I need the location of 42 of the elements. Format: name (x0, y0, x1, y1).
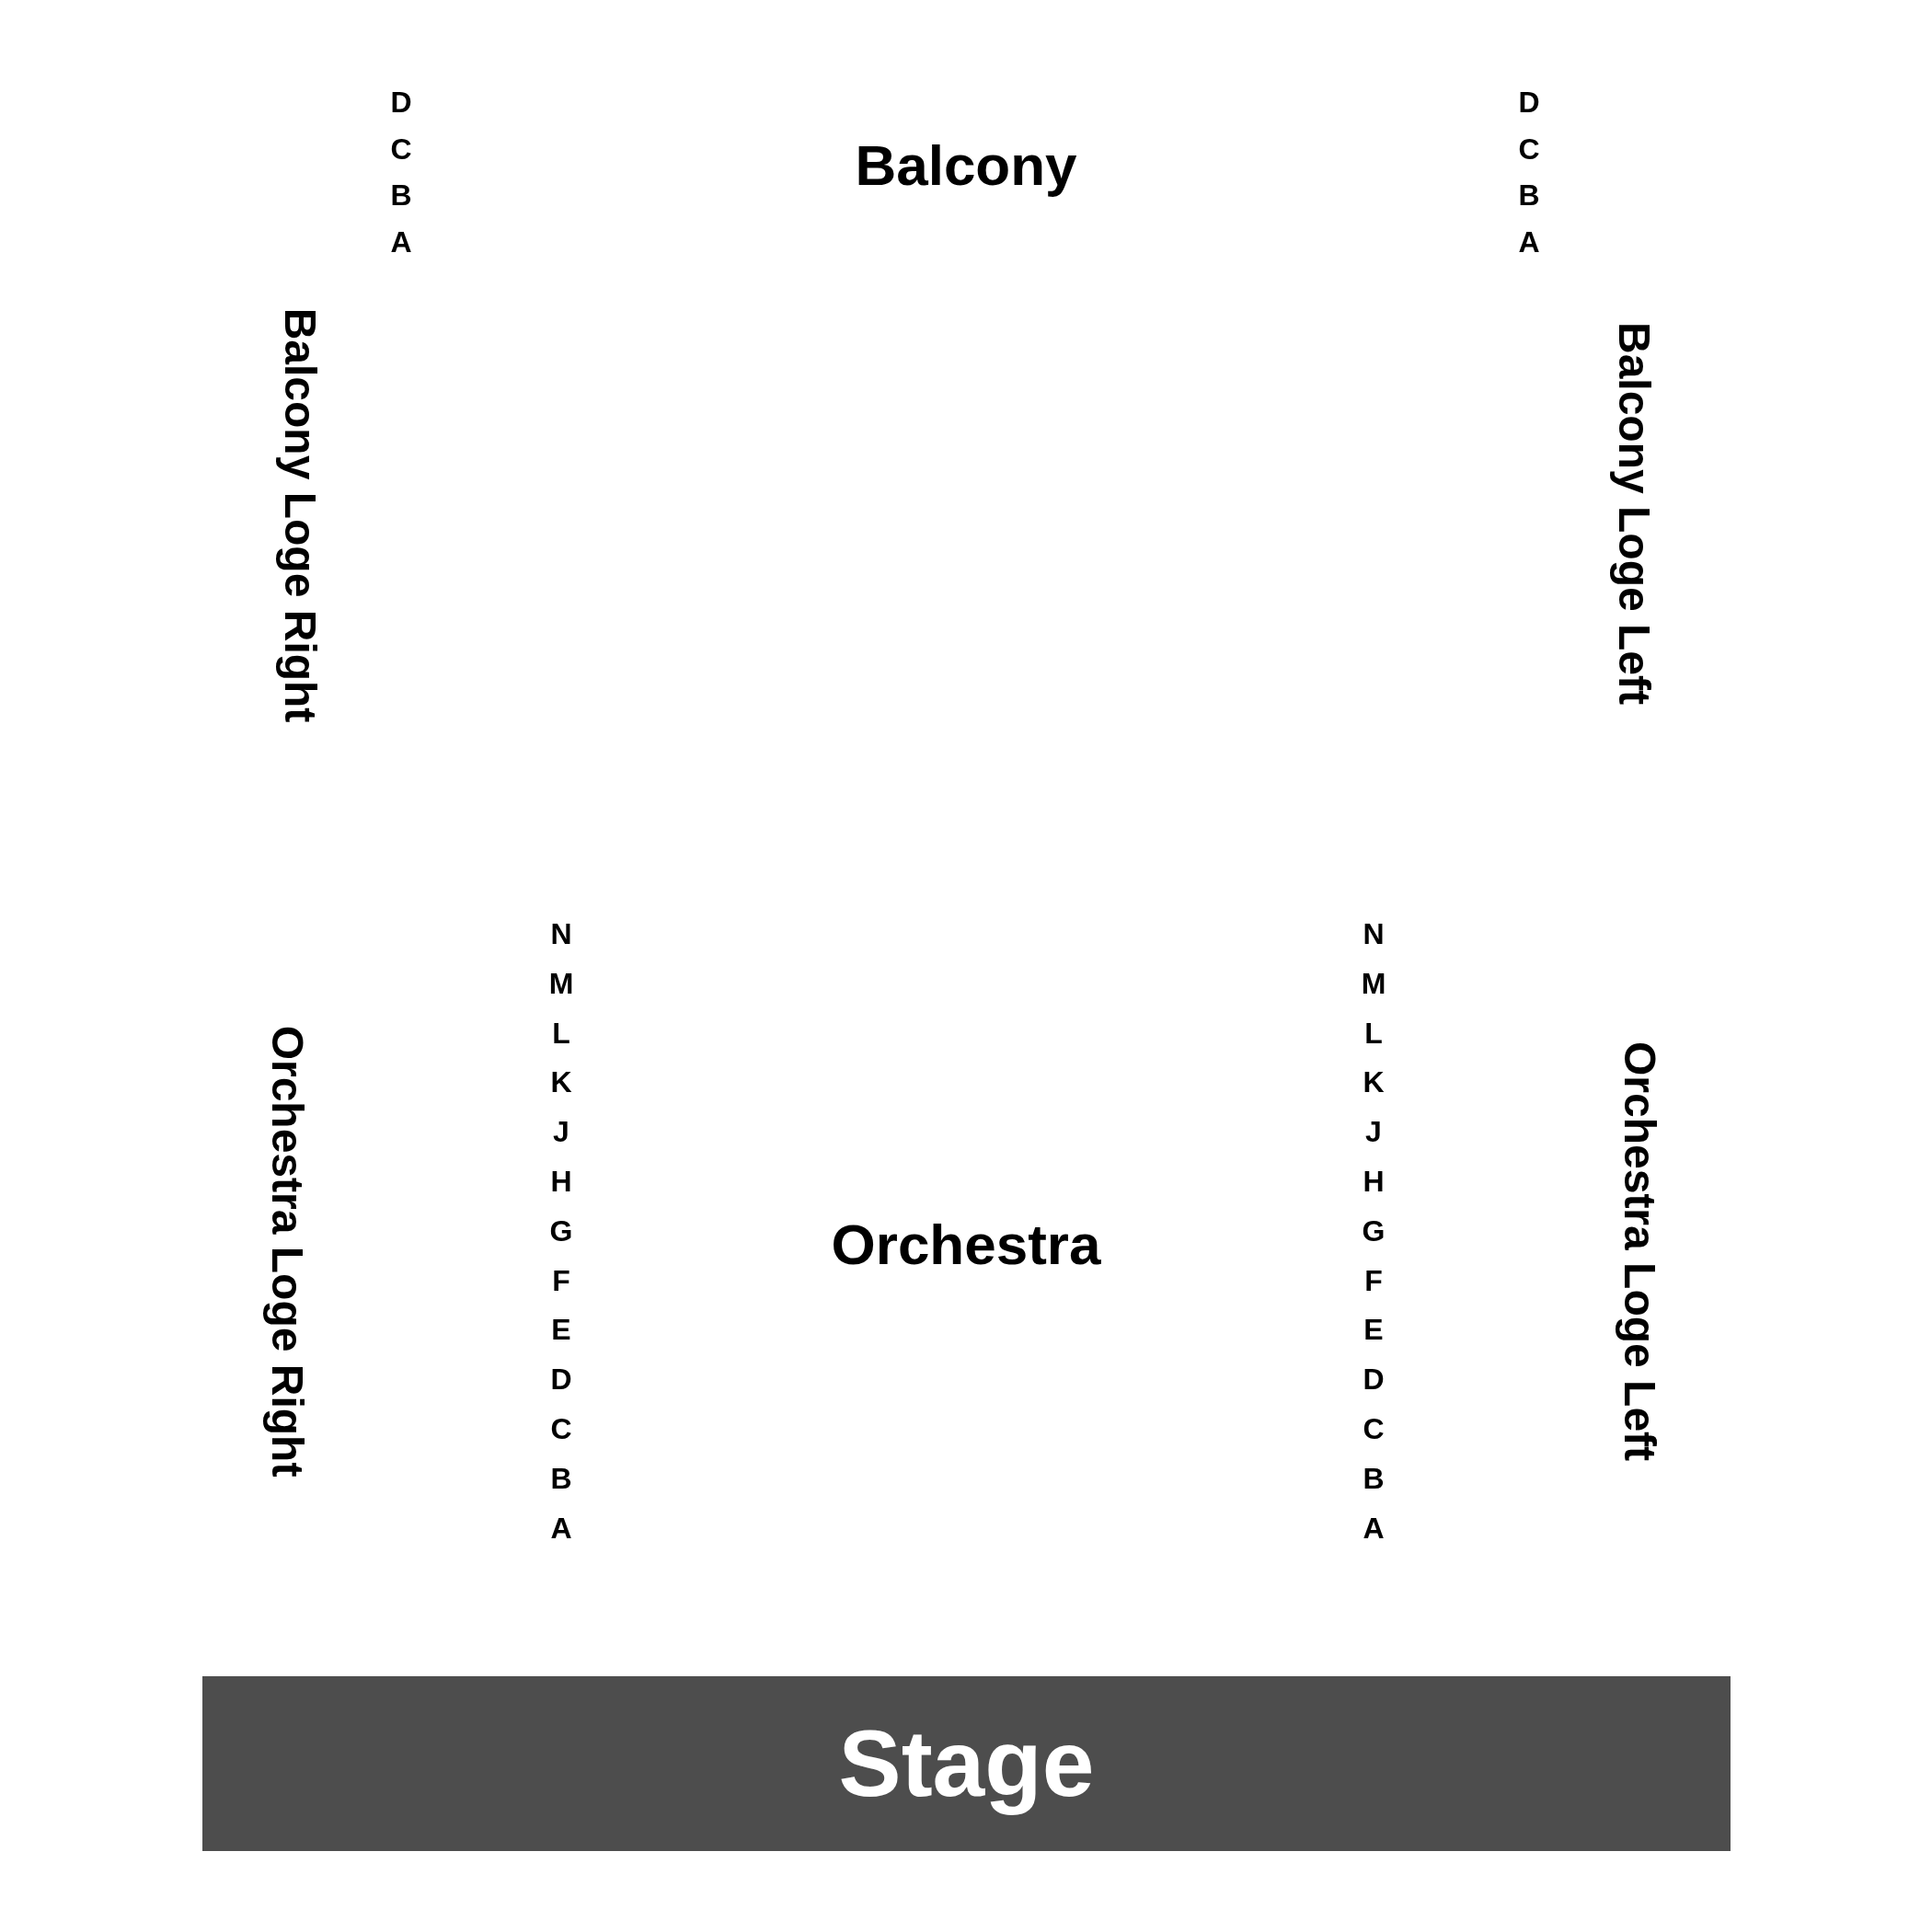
row-letter: E (1363, 1313, 1384, 1349)
row-letter: A (390, 224, 412, 260)
row-letter: G (549, 1213, 573, 1249)
row-letter: D (1363, 1363, 1385, 1398)
row-letter: L (552, 1016, 570, 1052)
row-letter: M (1361, 966, 1386, 1002)
row-letter: A (1363, 1511, 1385, 1547)
row-letter: H (550, 1165, 572, 1200)
row-letter: D (550, 1363, 572, 1398)
section-label: Balcony Loge Left (1609, 322, 1661, 705)
row-letter: C (550, 1412, 572, 1447)
section-label: Orchestra Loge Left (1615, 1041, 1666, 1462)
section-label: Balcony (855, 132, 1077, 200)
stage-block (202, 1676, 1731, 1851)
row-letter: K (1363, 1065, 1385, 1101)
row-letter: D (390, 86, 412, 121)
row-letter: J (553, 1115, 569, 1151)
row-letter: N (550, 917, 572, 952)
row-letter: B (1518, 178, 1540, 213)
section-label: Orchestra Loge Right (262, 1025, 314, 1478)
section-label: Orchestra (831, 1212, 1101, 1279)
row-letter: A (1518, 224, 1540, 260)
row-letter: N (1363, 917, 1385, 952)
stage-label: Stage (838, 1709, 1095, 1818)
row-letter: C (390, 132, 412, 167)
row-letter: F (1364, 1263, 1383, 1299)
section-label: Balcony Loge Right (275, 307, 327, 723)
row-letter: D (1518, 86, 1540, 121)
row-letter: C (1363, 1412, 1385, 1447)
row-letter: J (1365, 1115, 1382, 1151)
row-letter: H (1363, 1165, 1385, 1200)
row-letter: L (1364, 1016, 1383, 1052)
row-letter: B (390, 178, 412, 213)
row-letter: A (550, 1511, 572, 1547)
row-letter: C (1518, 132, 1540, 167)
row-letter: F (552, 1263, 570, 1299)
row-letter: B (550, 1461, 572, 1497)
row-letter: E (551, 1313, 571, 1349)
row-letter: M (548, 966, 574, 1002)
row-letter: B (1363, 1461, 1385, 1497)
row-letter: G (1362, 1213, 1386, 1249)
row-letter: K (550, 1065, 572, 1101)
